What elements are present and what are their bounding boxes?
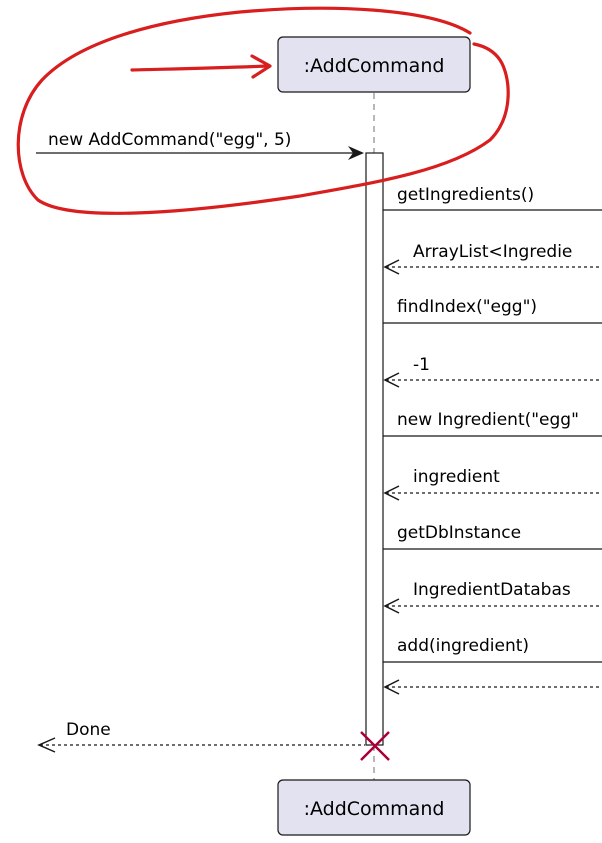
annotation-arrow	[130, 54, 272, 79]
participant-label-top: :AddCommand	[304, 55, 445, 77]
return-ingredient-database[interactable]: IngredientDatabas	[383, 580, 602, 614]
message-label-create: new AddCommand("egg", 5)	[48, 130, 291, 150]
participant-box-top[interactable]: :AddCommand	[277, 36, 471, 93]
return-label-ingredient: ingredient	[413, 467, 500, 487]
destroy-x-icon	[360, 731, 390, 761]
message-new-ingredient[interactable]: new Ingredient("egg"	[383, 410, 602, 437]
message-label-get-ingredients: getIngredients()	[397, 185, 534, 205]
return-arraylist[interactable]: ArrayList<Ingredie	[383, 242, 602, 275]
participant-label-bottom: :AddCommand	[304, 798, 445, 820]
return-label-ingredient-database: IngredientDatabas	[413, 580, 571, 600]
activation-bar	[365, 152, 384, 746]
message-find-index[interactable]: findIndex("egg")	[383, 297, 602, 324]
message-get-ingredients[interactable]: getIngredients()	[383, 185, 602, 211]
message-label-find-index: findIndex("egg")	[397, 297, 537, 317]
return-empty[interactable]	[383, 679, 602, 695]
message-get-db-instance[interactable]: getDbInstance	[383, 523, 602, 550]
participant-box-bottom[interactable]: :AddCommand	[277, 779, 471, 836]
return-label-done: Done	[66, 720, 111, 740]
annotation-circle	[16, 6, 510, 215]
return-label-minus-one: -1	[413, 355, 430, 375]
message-label-add-ingredient: add(ingredient)	[397, 636, 529, 656]
return-minus-one[interactable]: -1	[383, 355, 602, 388]
message-add-ingredient[interactable]: add(ingredient)	[383, 636, 602, 663]
return-label-arraylist: ArrayList<Ingredie	[413, 242, 572, 262]
message-label-new-ingredient: new Ingredient("egg"	[397, 410, 579, 430]
return-ingredient[interactable]: ingredient	[383, 467, 602, 501]
message-create[interactable]: new AddCommand("egg", 5)	[36, 130, 364, 160]
message-label-get-db-instance: getDbInstance	[397, 523, 521, 543]
return-done[interactable]: Done	[37, 720, 365, 753]
